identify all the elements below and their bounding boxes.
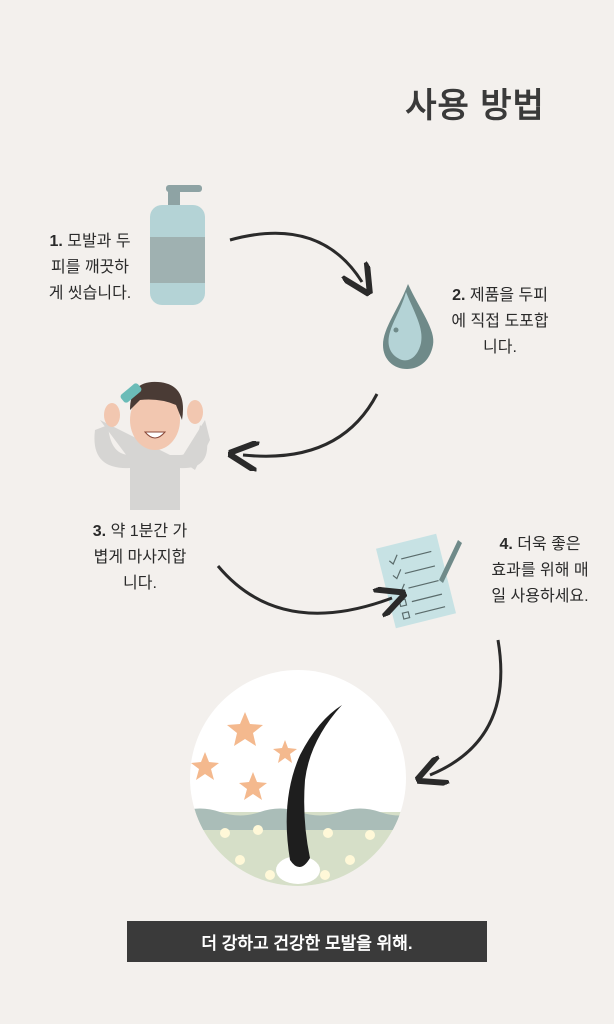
arrow-1-to-2 xyxy=(229,231,362,282)
tagline-banner: 더 강하고 건강한 모발을 위해. xyxy=(127,921,487,962)
arrow-3-to-4 xyxy=(216,565,392,613)
step-line: 게 씻습니다. xyxy=(48,285,132,302)
shampoo-bottle-icon xyxy=(150,185,205,305)
step-line: 효과를 위해 매 xyxy=(491,562,589,579)
healthy-hair-illustration xyxy=(190,670,406,886)
step-3-text: 3. 약 1분간 가 볍게 마사지합 니다. xyxy=(80,519,200,597)
step-line: 니다. xyxy=(483,339,517,356)
step-1-text: 1. 모발과 두 피를 깨끗하 게 씻습니다. xyxy=(30,229,150,307)
arrow-4-to-result xyxy=(430,639,503,775)
step-line: 모발과 두 xyxy=(67,233,131,250)
step-line: 제품을 두피 xyxy=(469,287,548,304)
water-drop-icon xyxy=(383,284,434,369)
step-line: 에 직접 도포합 xyxy=(451,313,549,330)
step-line: 더욱 좋은 xyxy=(517,536,581,553)
step-number: 4. xyxy=(499,536,513,553)
man-massaging-scalp-icon xyxy=(94,381,210,510)
step-line: 일 사용하세요. xyxy=(491,588,589,605)
checklist-icon xyxy=(376,533,462,629)
step-number: 3. xyxy=(92,523,107,540)
step-2-text: 2. 제품을 두피 에 직접 도포합 니다. xyxy=(440,283,560,361)
step-4-text: 4. 더욱 좋은 효과를 위해 매 일 사용하세요. xyxy=(470,532,610,610)
step-number: 2. xyxy=(452,287,466,304)
step-line: 니다. xyxy=(123,575,157,592)
page-title: 사용 방법 xyxy=(405,87,545,125)
step-line: 피를 깨끗하 xyxy=(50,259,130,276)
step-number: 1. xyxy=(49,233,63,250)
arrow-2-to-3 xyxy=(243,393,379,456)
step-line: 볍게 마사지합 xyxy=(93,549,187,566)
step-line: 약 1분간 가 xyxy=(110,523,188,540)
